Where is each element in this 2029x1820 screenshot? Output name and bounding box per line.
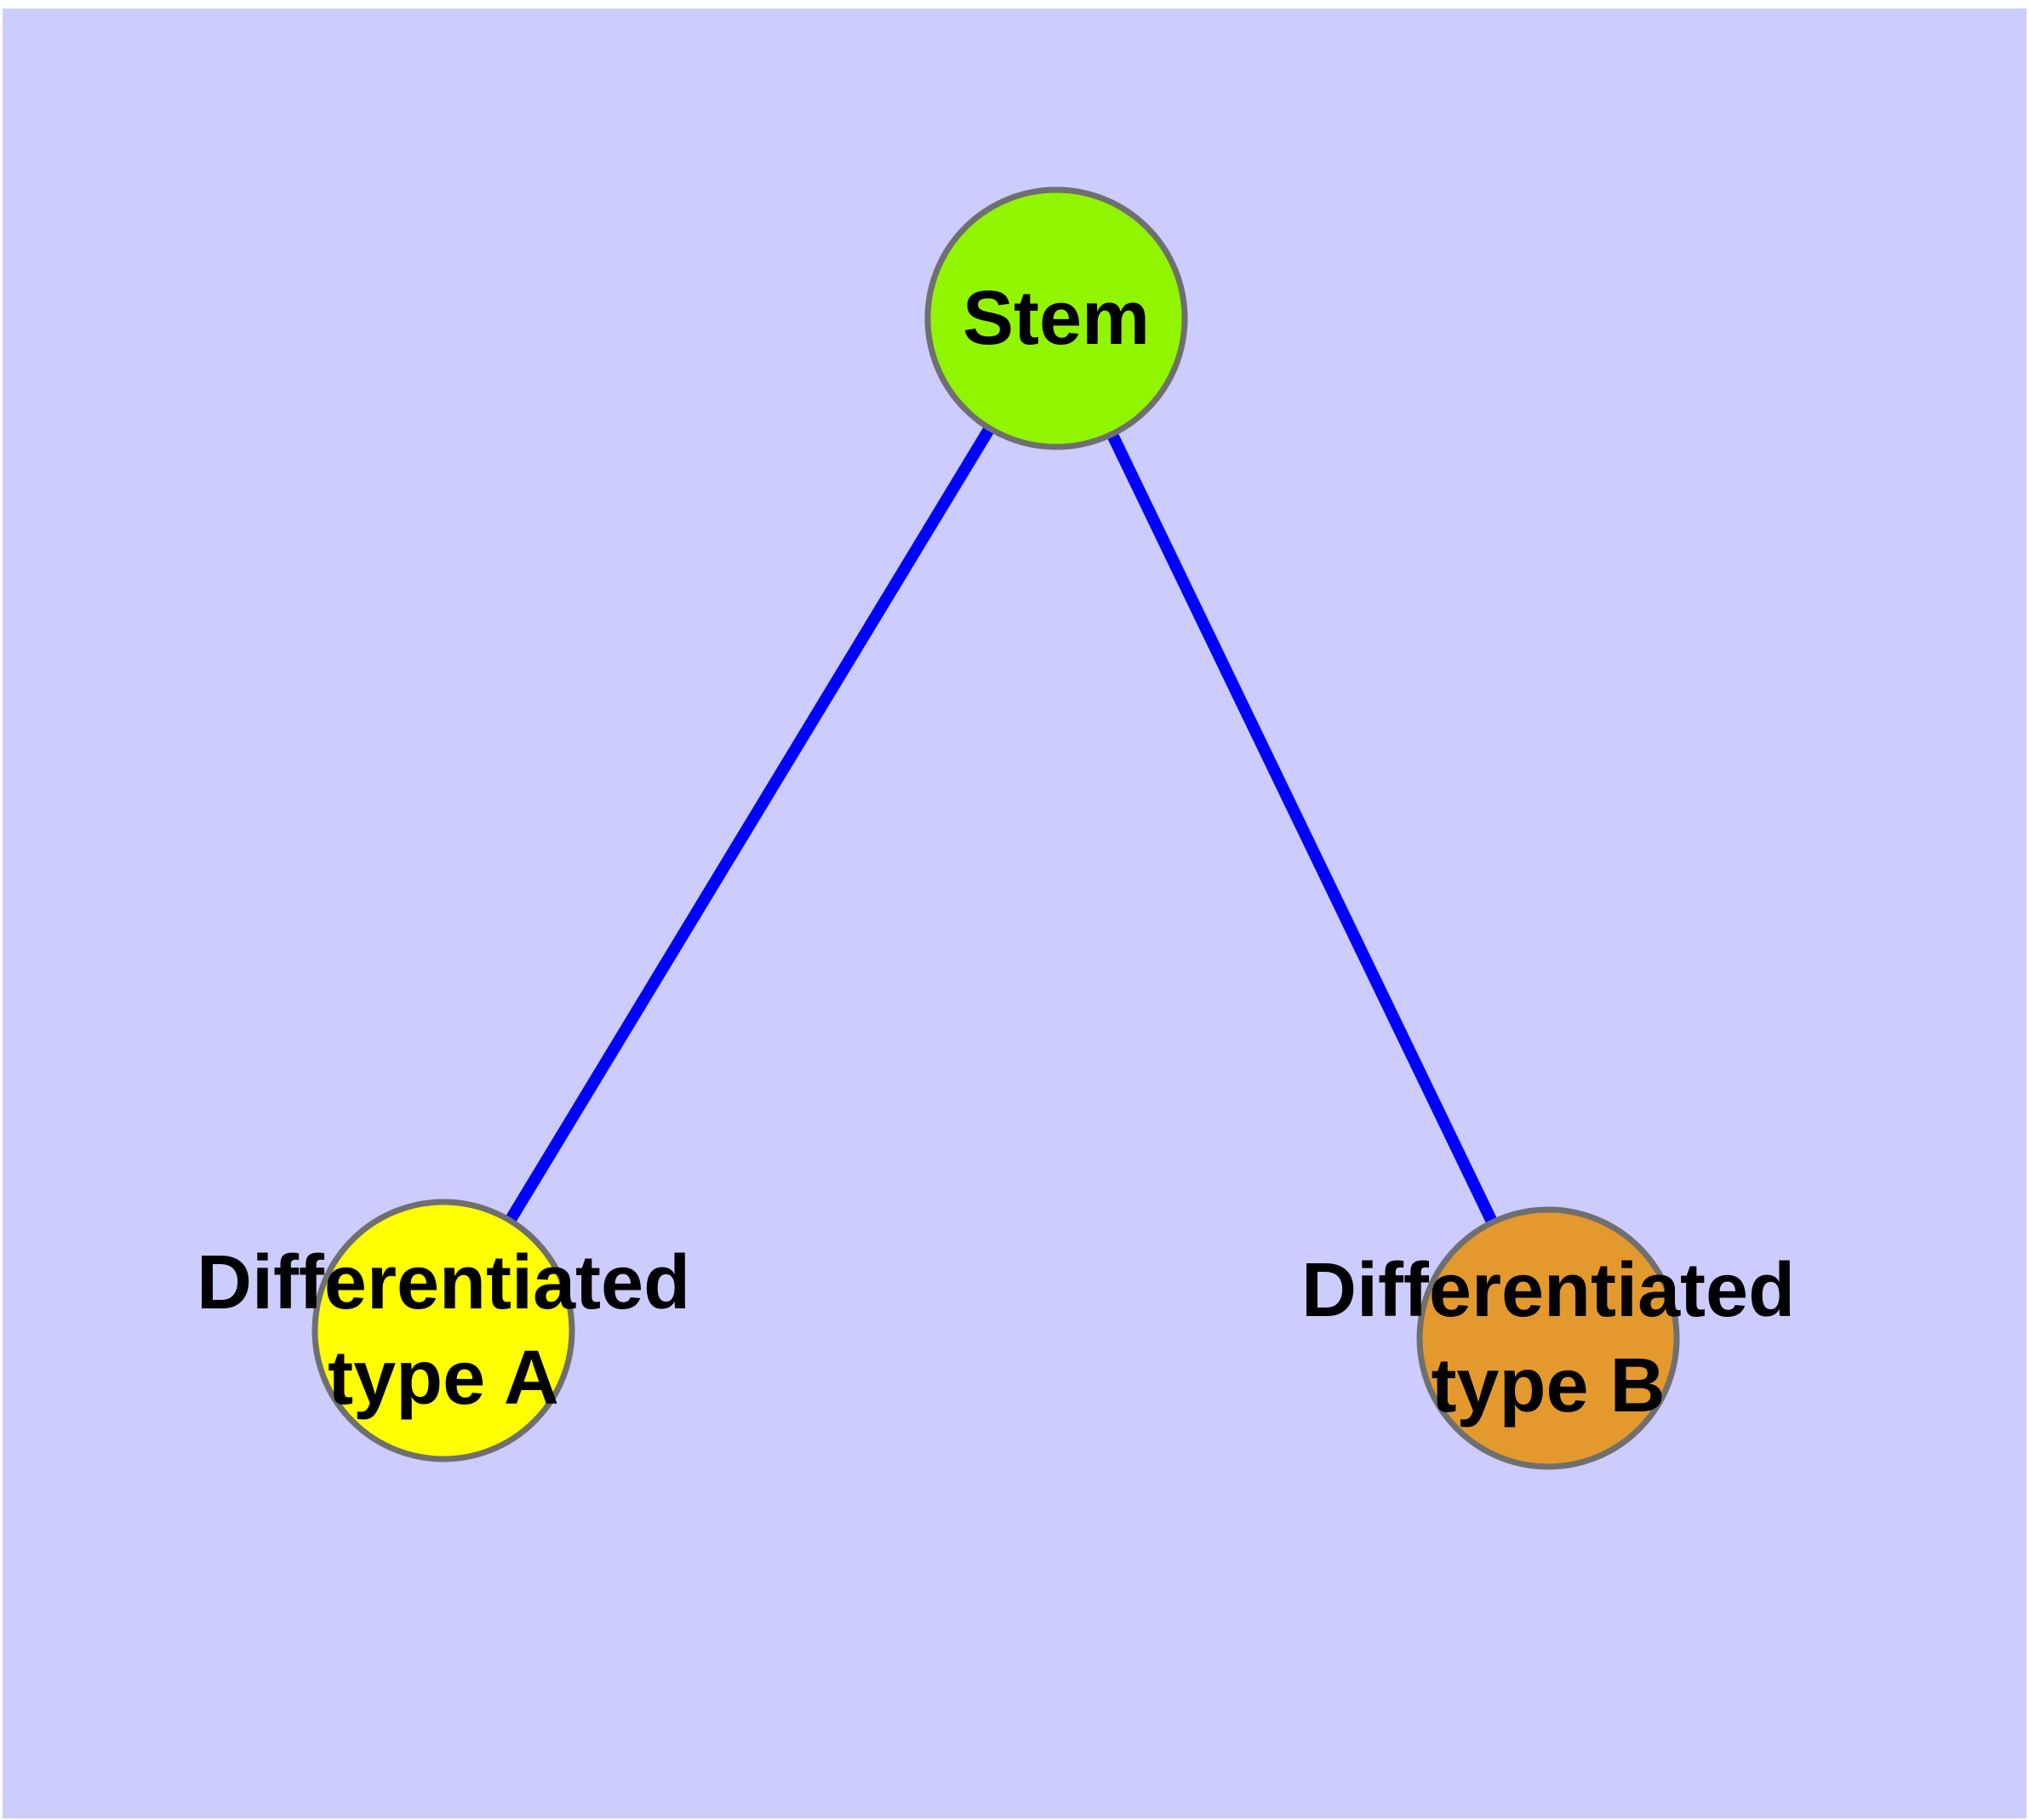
edge-stem-to-type-a — [438, 315, 1061, 1334]
edge-stem-to-type-b — [1050, 315, 1554, 1342]
node-type-b-label: Differentiated type B — [1301, 1243, 1795, 1434]
node-type-b-circle — [1416, 1206, 1680, 1470]
node-stem-circle — [924, 186, 1188, 450]
node-type-a-label-line-1: Differentiated — [196, 1240, 691, 1325]
node-stem-label: Stem — [963, 271, 1150, 366]
node-type-a-label-line-2: type A — [328, 1336, 559, 1421]
node-type-b-label-line-2: type B — [1431, 1343, 1666, 1428]
node-stem-label-line: Stem — [962, 276, 1151, 361]
node-type-a-circle — [311, 1199, 575, 1462]
node-type-b-label-line-1: Differentiated — [1300, 1248, 1796, 1333]
node-type-a-label: Differentiated type A — [197, 1235, 690, 1426]
